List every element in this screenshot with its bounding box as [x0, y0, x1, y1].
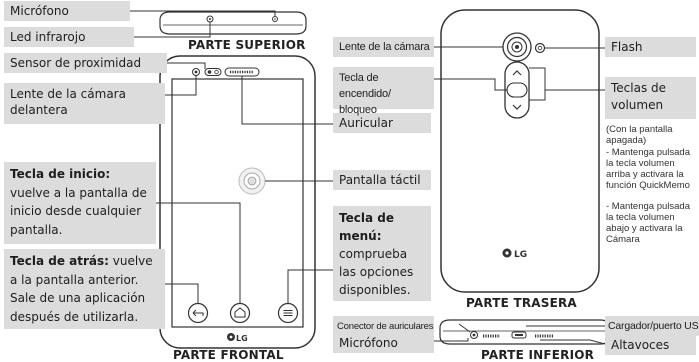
label-microphone-top: Micrófono — [4, 1, 130, 21]
header-bottom: PARTE INFERIOR — [481, 348, 595, 362]
label-home-key: Tecla de inicio: vuelve a la pantalla de… — [4, 162, 156, 244]
header-front: PARTE FRONTAL — [173, 348, 284, 362]
label-menu-key: Tecla de menú: comprueba las opciones di… — [333, 206, 431, 301]
label-proximity: Sensor de proximidad — [4, 53, 167, 73]
label-ir-led: Led infrarojo — [4, 27, 134, 47]
top-view-phone — [159, 11, 307, 35]
label-volume-keys: Teclas de volumen — [605, 77, 696, 119]
header-back: PARTE TRASERA — [466, 296, 577, 310]
header-top: PARTE SUPERIOR — [188, 38, 306, 52]
front-view-phone — [159, 55, 316, 349]
menu-key-desc: comprueba las opciones disponibles. — [339, 247, 414, 297]
label-power-key: Tecla de encendido/ bloqueo — [333, 67, 434, 116]
label-charger-port: Cargador/puerto USB — [605, 316, 699, 336]
label-flash: Flash — [605, 37, 696, 57]
home-key-desc: vuelve a la pantalla de inicio desde cua… — [10, 185, 147, 237]
leader-lines — [130, 10, 606, 345]
back-key-title: Tecla de atrás: — [10, 254, 109, 268]
label-touchscreen: Pantalla táctil — [333, 170, 431, 190]
label-microphone-bottom: Micrófono — [333, 333, 434, 353]
label-headset-jack: Conector de auriculares — [333, 316, 434, 336]
menu-key-title: Tecla de menú: — [339, 211, 394, 243]
back-view-phone — [440, 9, 600, 293]
back-lg-logo: LG — [514, 250, 527, 260]
home-key-title: Tecla de inicio: — [10, 167, 111, 181]
volume-note-quickmemo: - Mantenga pulsada la tecla volumen arri… — [606, 147, 690, 191]
front-lg-logo: LG — [236, 334, 248, 343]
label-earpiece: Auricular — [333, 113, 431, 133]
label-speakers: Altavoces — [605, 335, 696, 355]
label-camera-lens: Lente de la cámara — [333, 37, 434, 57]
volume-note-screen-off: (Con la pantalla apagada) — [606, 124, 673, 146]
label-front-camera: Lente de la cámara delantera — [4, 83, 165, 124]
label-back-key: Tecla de atrás: vuelve a la pantalla ant… — [4, 249, 165, 329]
back-key-desc: vuelve a la pantalla anterior. Sale de u… — [10, 254, 153, 324]
volume-note-camera: - Mantenga pulsada la tecla volumen abaj… — [606, 201, 690, 245]
